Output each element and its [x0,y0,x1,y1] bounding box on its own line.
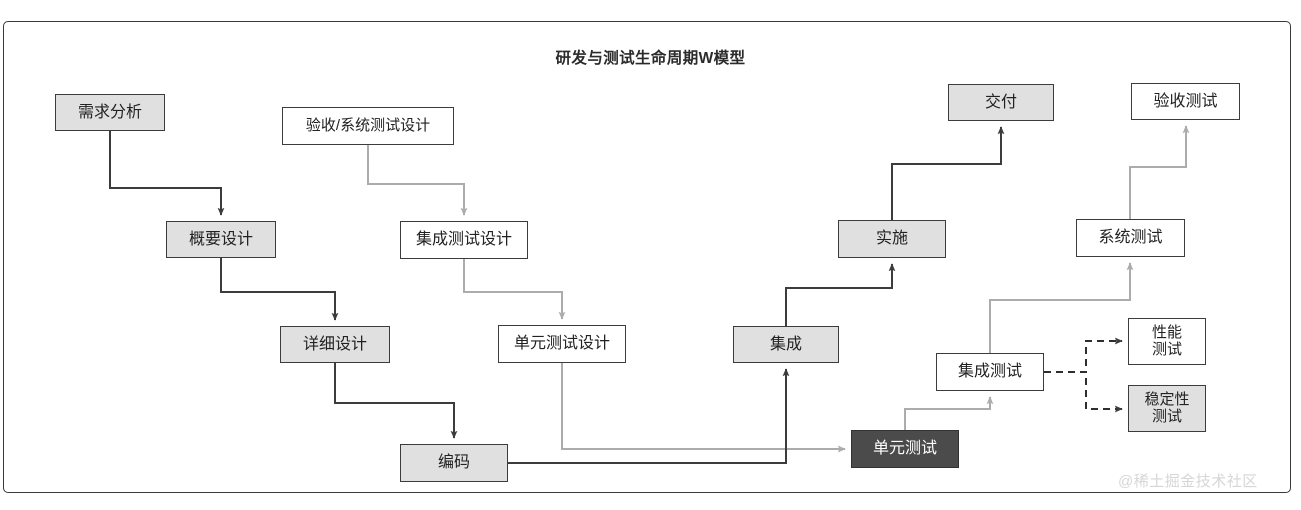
node-integration-test-design[interactable]: 集成测试设计 [400,221,528,259]
node-integration[interactable]: 集成 [733,326,839,363]
node-unit-test[interactable]: 单元测试 [851,430,959,468]
node-requirement-analysis[interactable]: 需求分析 [55,94,165,131]
page-title: 研发与测试生命周期W模型 [555,50,746,67]
node-detailed-design[interactable]: 详细设计 [280,326,390,363]
node-implementation[interactable]: 实施 [838,220,946,258]
node-acceptance-system-test-design[interactable]: 验收/系统测试设计 [282,107,454,145]
node-coding[interactable]: 编码 [400,444,508,482]
node-acceptance-test[interactable]: 验收测试 [1131,83,1240,120]
node-system-test[interactable]: 系统测试 [1076,219,1185,257]
node-outline-design[interactable]: 概要设计 [166,221,276,258]
node-unit-test-design[interactable]: 单元测试设计 [498,325,626,363]
node-performance-test[interactable]: 性能 测试 [1128,318,1206,365]
watermark: @稀土掘金技术社区 [1118,473,1258,490]
node-delivery[interactable]: 交付 [948,84,1054,121]
node-integration-test[interactable]: 集成测试 [936,353,1044,391]
node-stability-test[interactable]: 稳定性 测试 [1128,385,1206,432]
